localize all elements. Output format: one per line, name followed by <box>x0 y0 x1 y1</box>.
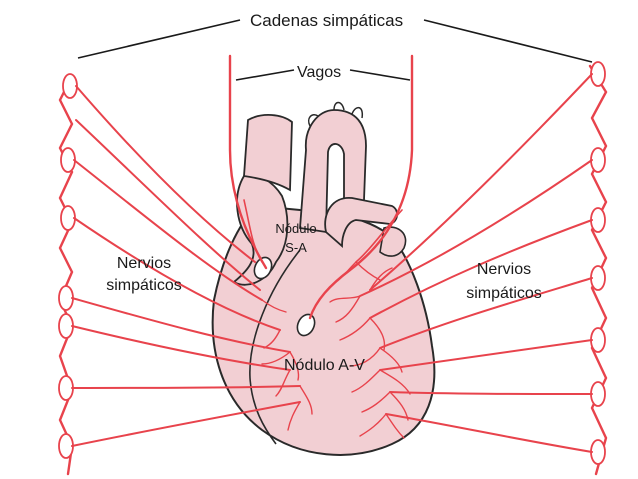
right-nerve-1 <box>369 73 593 291</box>
vagus-nerve-left <box>228 54 268 270</box>
right-ganglion-6 <box>590 381 606 407</box>
right-nerve-2 <box>359 159 593 297</box>
left-nerve-6 <box>71 385 301 389</box>
left-sympathetic-chain <box>58 73 78 476</box>
left-ganglion-1 <box>62 73 78 99</box>
aortic-branches <box>307 101 364 127</box>
right-nerve-7 <box>385 413 593 453</box>
left-nerve-1 <box>75 85 256 263</box>
right-ganglion-7 <box>590 439 606 465</box>
sa-node-label-line2: S-A <box>285 240 307 255</box>
chains-label: Cadenas simpáticas <box>250 11 403 30</box>
sa-node-label-line1: Nódulo <box>275 221 316 236</box>
vagus-nerves <box>228 54 414 320</box>
right-ganglion-2 <box>590 147 606 173</box>
left-nerve-3 <box>73 217 281 331</box>
right-nerve-3 <box>369 219 593 319</box>
left-nerve-7 <box>71 401 301 447</box>
nerves-right-label-line1: Nervios <box>477 261 531 278</box>
chains-leader-right <box>423 19 593 63</box>
vagus-leader-left <box>235 69 295 81</box>
right-nerve-4 <box>379 277 593 349</box>
right-nerve-5 <box>379 339 593 371</box>
left-ganglion-4 <box>58 285 74 311</box>
right-ganglion-1 <box>590 61 606 87</box>
sa-node <box>253 256 273 280</box>
cardiac-nerve-branches <box>261 261 411 439</box>
nerves-left-label-line2: simpáticos <box>106 277 182 294</box>
left-ganglion-6 <box>58 375 74 401</box>
text-labels: Cadenas simpáticas Vagos Nódulo S-A Nerv… <box>106 11 542 374</box>
interventricular-groove <box>249 249 301 445</box>
left-chain-trunk <box>58 74 74 476</box>
nerves-right-label-line2: simpáticos <box>466 285 542 302</box>
right-ganglion-5 <box>590 327 606 353</box>
right-sympathetic-nerves <box>359 73 593 453</box>
chains-leader-left <box>77 19 241 59</box>
right-ganglion-4 <box>590 265 606 291</box>
left-ganglion-2 <box>60 147 76 173</box>
left-nerve-8 <box>75 119 261 291</box>
left-ganglion-5 <box>58 313 74 339</box>
vagus-branch-1 <box>243 199 263 263</box>
av-node-label: Nódulo A-V <box>284 357 365 374</box>
right-ganglion-3 <box>590 207 606 233</box>
vagus-nerve-right <box>308 54 414 320</box>
left-ganglion-7 <box>58 433 74 459</box>
vagus-branch-2 <box>355 209 403 263</box>
vagus-label: Vagos <box>297 64 341 81</box>
left-nerve-2 <box>73 159 263 301</box>
superior-vena-cava <box>243 114 293 192</box>
left-nerve-5 <box>71 325 291 371</box>
left-ganglion-3 <box>60 205 76 231</box>
vagus-leader-right <box>349 69 411 81</box>
nerves-left-label-line1: Nervios <box>117 255 171 272</box>
right-sympathetic-chain <box>588 61 608 476</box>
right-nerve-6 <box>389 391 593 395</box>
heart <box>211 101 436 456</box>
label-leaders <box>77 19 593 81</box>
right-atrium <box>232 174 289 286</box>
